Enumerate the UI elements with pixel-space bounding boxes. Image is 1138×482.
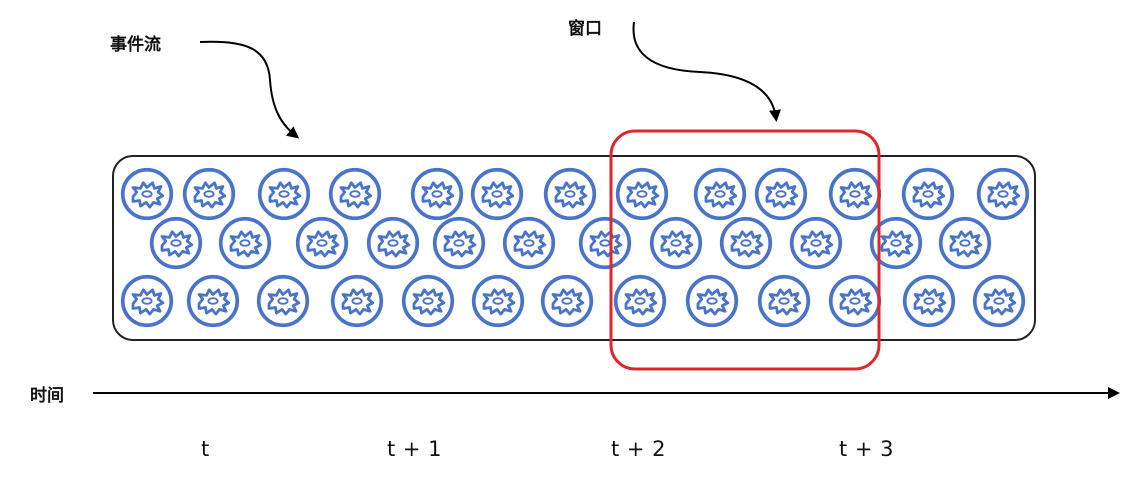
tick-label-t-plus-1: t + 1 bbox=[387, 437, 443, 461]
event-burst-icon bbox=[828, 274, 882, 328]
events-group bbox=[120, 167, 1030, 328]
event-burst-icon bbox=[789, 216, 843, 270]
tick-label-t: t bbox=[201, 437, 210, 461]
tick-label-t-plus-3: t + 3 bbox=[839, 437, 895, 461]
event-burst-icon bbox=[540, 274, 594, 328]
event-burst-icon bbox=[432, 216, 486, 270]
event-burst-icon bbox=[295, 216, 349, 270]
event-burst-icon bbox=[410, 167, 464, 221]
event-burst-icon bbox=[330, 274, 384, 328]
event-burst-icon bbox=[120, 167, 174, 221]
event-burst-icon bbox=[578, 216, 632, 270]
event-burst-icon bbox=[366, 216, 420, 270]
event-burst-icon bbox=[502, 216, 556, 270]
event-burst-icon bbox=[543, 167, 597, 221]
event-burst-icon bbox=[182, 167, 236, 221]
event-burst-icon bbox=[471, 274, 525, 328]
event-burst-icon bbox=[186, 274, 240, 328]
event-burst-icon bbox=[401, 274, 455, 328]
event-burst-icon bbox=[615, 167, 669, 221]
window-pointer-arrow bbox=[632, 21, 781, 122]
event-burst-icon bbox=[649, 216, 703, 270]
event-burst-icon bbox=[902, 274, 956, 328]
event-burst-icon bbox=[470, 167, 524, 221]
event-burst-icon bbox=[976, 167, 1030, 221]
event-burst-icon bbox=[328, 167, 382, 221]
event-burst-icon bbox=[685, 274, 739, 328]
event-stream-container bbox=[112, 155, 1036, 341]
event-stream-label: 事件流 bbox=[110, 35, 161, 55]
event-burst-icon bbox=[149, 216, 203, 270]
event-burst-icon bbox=[938, 216, 992, 270]
event-burst-icon bbox=[972, 274, 1026, 328]
event-burst-icon bbox=[120, 274, 174, 328]
event-burst-icon bbox=[257, 167, 311, 221]
event-burst-icon bbox=[901, 167, 955, 221]
event-burst-icon bbox=[218, 216, 272, 270]
window-label: 窗口 bbox=[568, 19, 602, 39]
window-box bbox=[609, 129, 881, 371]
event-burst-icon bbox=[613, 274, 667, 328]
event-burst-icon bbox=[693, 167, 747, 221]
event-stream-pointer-arrow bbox=[199, 40, 300, 139]
event-burst-icon bbox=[757, 274, 811, 328]
event-burst-icon bbox=[719, 216, 773, 270]
event-burst-icon bbox=[828, 167, 882, 221]
event-burst-icon bbox=[754, 167, 808, 221]
time-axis-label: 时间 bbox=[30, 386, 64, 406]
tick-label-t-plus-2: t + 2 bbox=[611, 437, 667, 461]
event-burst-icon bbox=[256, 274, 310, 328]
